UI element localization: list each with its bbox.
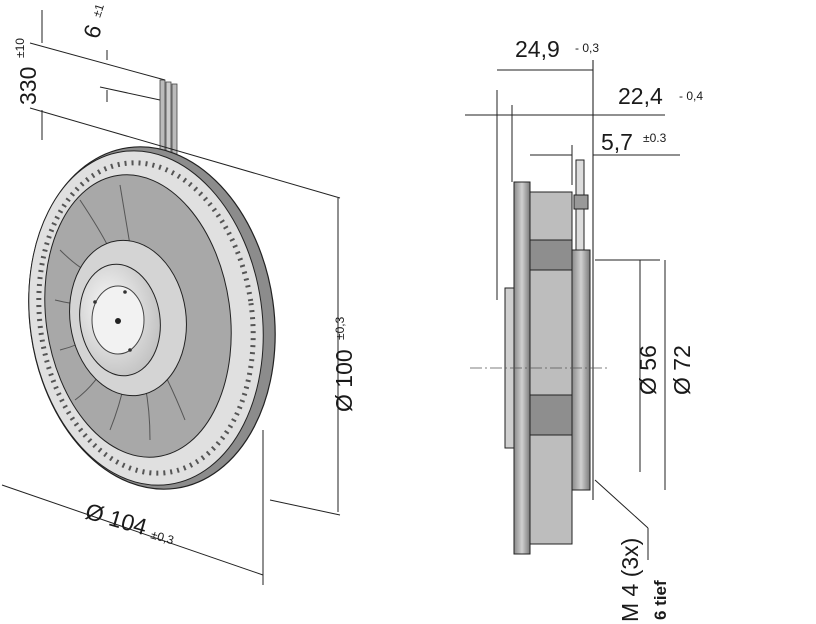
diameter-72: Ø 72: [669, 345, 695, 395]
left-dimensions: [1, 10, 341, 585]
outer-diameter-value: Ø 104: [83, 498, 151, 540]
thread-depth: 6 tief: [651, 580, 670, 620]
fan-isometric-view: [28, 79, 276, 490]
inner-diameter-value: Ø 100: [331, 349, 357, 412]
cable-length-value: 330: [15, 67, 41, 105]
ring-slots: [36, 160, 256, 476]
cable-length-tolerance: ±10: [13, 38, 27, 58]
total-depth-tolerance: - 0,3: [575, 41, 599, 55]
cable-bundle: [159, 79, 178, 155]
total-depth-value: 24,9: [515, 36, 560, 62]
inner-diameter-tolerance: ±0,3: [333, 316, 347, 340]
body-depth-value: 22,4: [618, 83, 663, 109]
motor-plate: [571, 249, 591, 491]
flange-depth-tolerance: ±0.3: [643, 131, 667, 145]
fan-side-view: [504, 159, 591, 555]
cable-strip-tolerance: ±1: [90, 2, 108, 19]
thread-spec: M 4 (3x): [617, 538, 643, 622]
flange-depth-value: 5,7: [601, 129, 633, 155]
outer-diameter-tolerance: ±0,3: [149, 527, 176, 547]
right-dimensions: [465, 60, 680, 560]
diameter-56: Ø 56: [635, 345, 661, 395]
cable-strip-value: 6: [78, 21, 107, 41]
shaft: [115, 318, 121, 324]
body-depth-tolerance: - 0,4: [679, 89, 703, 103]
